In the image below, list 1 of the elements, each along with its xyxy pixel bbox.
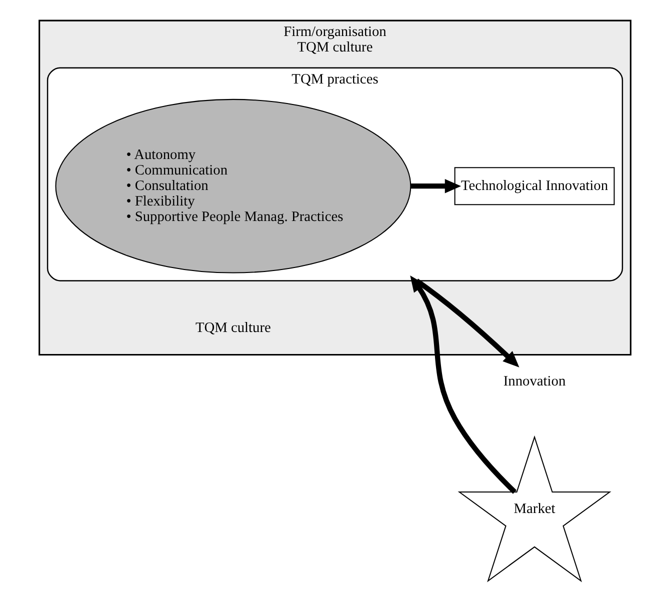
node-text: Innovation: [503, 373, 566, 390]
